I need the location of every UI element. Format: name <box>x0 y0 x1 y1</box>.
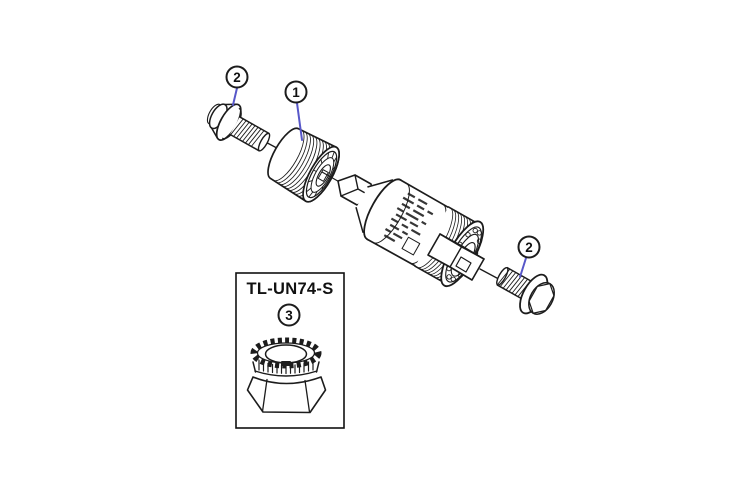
lockring-splines <box>306 151 338 198</box>
tool-model-label: TL-UN74-S <box>246 280 333 298</box>
spindle-right-drawing <box>427 233 485 281</box>
callout-3: 3 <box>277 303 301 327</box>
callout-1: 1 <box>284 80 308 104</box>
callout-2-left: 2 <box>225 65 249 89</box>
bb-tool-drawing <box>246 337 327 414</box>
lockring-drawing <box>267 127 340 203</box>
tool-crown-notch <box>281 361 291 366</box>
callout-3-number: 3 <box>285 308 293 323</box>
callout-2-left-number: 2 <box>233 70 241 85</box>
tool-box: TL-UN74-S 3 <box>235 272 345 429</box>
crank-bolt-right-drawing <box>496 266 555 315</box>
callout-1-number: 1 <box>292 85 300 100</box>
thread-hatching <box>230 118 265 147</box>
crank-bolt-left-drawing <box>206 103 271 152</box>
callout-2-right-number: 2 <box>525 240 533 255</box>
callout-2-right: 2 <box>517 235 541 259</box>
